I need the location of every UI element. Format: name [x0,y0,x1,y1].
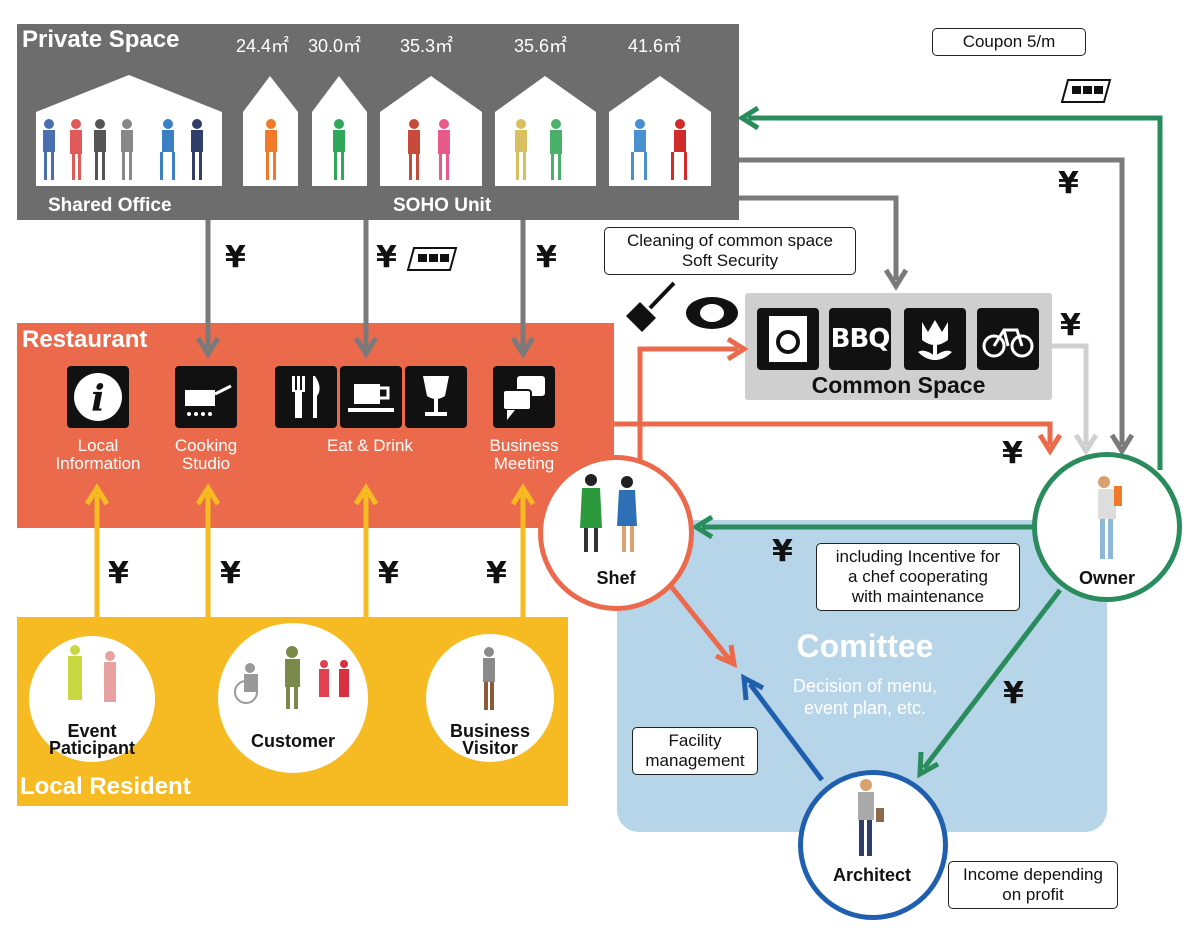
coupon-callout: Coupon 5/m [932,28,1086,56]
private-space-title: Private Space [22,26,180,53]
facility-callout: Facility management [632,727,758,775]
area-2: 30.0㎡ [308,36,362,56]
cleaning-line1: Cleaning of common space [626,231,833,250]
yen-label: ¥ [108,556,129,591]
broom-icon [626,281,676,332]
soho-unit-label: SOHO Unit [393,195,492,216]
yen-label: ¥ [225,240,246,275]
coupon-label: Coupon 5/m [962,32,1056,51]
event-participant-circle [29,636,155,762]
yen-label: ¥ [1003,676,1024,711]
business-meeting-label-1: Business [489,436,559,455]
incentive-callout: including Incentive for a chef cooperati… [816,543,1020,611]
cooking-pot-icon [175,366,237,428]
yen-label: ¥ [1058,166,1079,201]
committee-desc-line1: Decision of menu, [792,676,938,696]
coupon-icon [1060,79,1112,103]
yen-label: ¥ [486,556,507,591]
income-line1: Income depending [963,865,1103,884]
business-visitor-label-1: Business [449,721,531,741]
yen-label: ¥ [220,556,241,591]
tulip-icon [904,308,966,370]
people-icon [68,645,495,710]
facility-line2: management [645,751,745,770]
coffee-cup-icon [340,366,402,428]
cooking-studio-label-2: Studio [181,454,231,473]
owner-label: Owner [1078,568,1135,588]
eat-drink-label: Eat & Drink [327,436,413,455]
event-participant-label-1: Event [67,721,117,741]
local-info-label-1: Local [77,436,119,455]
yen-label: ¥ [378,556,399,591]
incentive-line1: including Incentive for [835,547,1001,566]
cooking-studio-label-1: Cooking [174,436,238,455]
area-1: 24.4㎡ [236,36,290,56]
yen-label: ¥ [376,240,397,275]
bicycle-icon [977,308,1039,370]
business-meeting-label-2: Meeting [493,454,555,473]
washing-machine-icon [757,308,819,370]
coupon-icon [406,247,458,271]
area-5: 41.6㎡ [628,36,682,56]
yen-label: ¥ [1060,308,1081,343]
shared-office-label: Shared Office [48,195,172,216]
business-visitor-label-2: Visitor [462,738,518,758]
fork-knife-icon [275,366,337,428]
income-callout: Income depending on profit [948,861,1118,909]
wine-glass-icon [405,366,467,428]
cleaning-callout: Cleaning of common space Soft Security [604,227,856,275]
people-icon [43,119,687,180]
customer-label: Customer [250,731,335,751]
committee-desc-line2: event plan, etc. [803,698,927,718]
local-resident-title: Local Resident [20,773,191,800]
restaurant-title: Restaurant [22,326,148,353]
information-icon: i [67,366,129,428]
yen-label: ¥ [1002,436,1023,471]
local-info-label-2: Information [55,454,141,473]
cleaning-line2: Soft Security [681,251,779,270]
event-participant-label-2: Paticipant [48,738,136,758]
owner-circle [1032,452,1182,602]
bbq-icon: BBQ [829,308,891,370]
people-icon [580,474,1122,856]
chat-bubbles-icon [493,366,555,428]
svg-text:i: i [91,378,105,420]
eye-icon [686,297,738,329]
incentive-line3: with maintenance [851,587,985,606]
incentive-line2: a chef cooperating [848,567,988,586]
yen-label: ¥ [536,240,557,275]
architect-label: Architect [832,865,912,885]
bbq-label: BBQ [830,324,891,354]
income-line2: on profit [1002,885,1064,904]
shef-label: Shef [596,568,636,588]
shef-circle [538,455,694,611]
area-4: 35.6㎡ [514,36,568,56]
committee-title: Comittee [796,628,934,664]
facility-line1: Facility [668,731,722,750]
common-space-title: Common Space [811,372,986,398]
area-3: 35.3㎡ [400,36,454,56]
yen-label: ¥ [772,534,793,569]
